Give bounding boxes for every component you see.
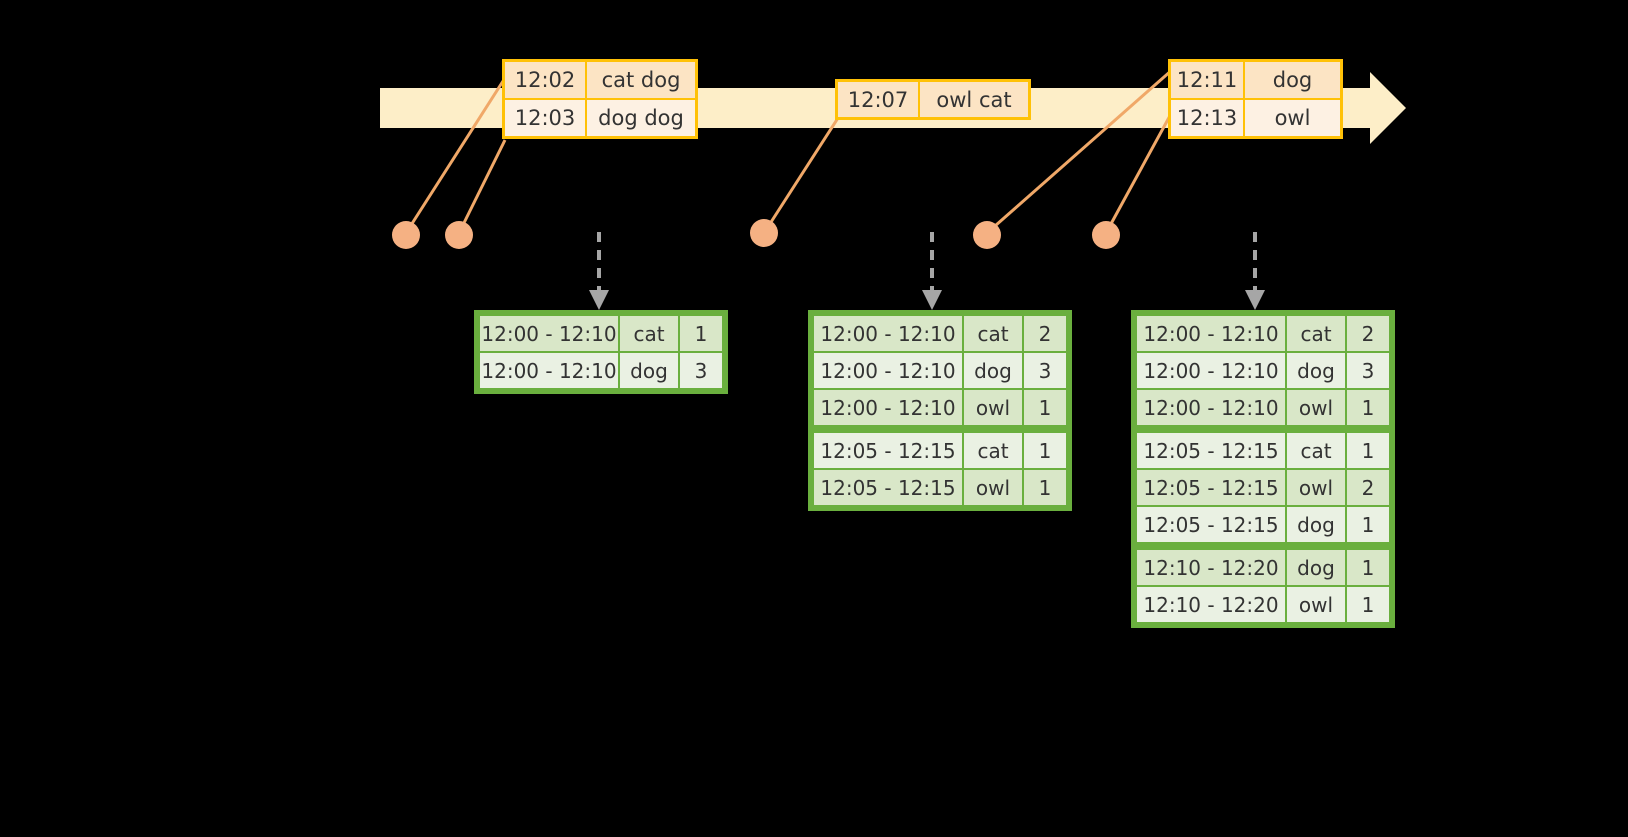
table-cell-count: 3 bbox=[1347, 353, 1389, 388]
table-cell-window: 12:05 - 12:15 bbox=[1137, 507, 1285, 542]
connector-dot-4 bbox=[973, 221, 1001, 249]
connector-dot-2 bbox=[445, 221, 473, 249]
table-cell-count: 3 bbox=[1024, 353, 1066, 388]
table-cell-count: 2 bbox=[1024, 316, 1066, 351]
table-cell-window: 12:05 - 12:15 bbox=[1137, 433, 1285, 468]
table-group-separator bbox=[1137, 427, 1389, 431]
event-time: 12:13 bbox=[1171, 100, 1245, 136]
connector-dot-3 bbox=[750, 219, 778, 247]
table-cell-count: 2 bbox=[1347, 316, 1389, 351]
event-values: dog bbox=[1245, 62, 1340, 98]
down-arrow-3 bbox=[1245, 232, 1265, 310]
event-time: 12:03 bbox=[505, 100, 587, 136]
table-cell-key: owl bbox=[1287, 390, 1345, 425]
connector-dot-1 bbox=[392, 221, 420, 249]
table-cell-key: dog bbox=[964, 353, 1022, 388]
table-cell-count: 1 bbox=[1024, 390, 1066, 425]
table-cell-key: owl bbox=[964, 470, 1022, 505]
table-cell-window: 12:00 - 12:10 bbox=[1137, 353, 1285, 388]
table-cell-count: 1 bbox=[1347, 390, 1389, 425]
timeline-event-group-2[interactable]: 12:07 owl cat bbox=[835, 79, 1031, 120]
table-cell-count: 1 bbox=[1347, 433, 1389, 468]
timeline-event-row[interactable]: 12:13 owl bbox=[1171, 98, 1340, 136]
table-cell-count: 3 bbox=[680, 353, 722, 388]
table-cell-window: 12:00 - 12:10 bbox=[814, 353, 962, 388]
table-cell-window: 12:00 - 12:10 bbox=[814, 316, 962, 351]
timeline-event-group-1[interactable]: 12:02 cat dog 12:03 dog dog bbox=[502, 59, 698, 139]
table-cell-count: 1 bbox=[1024, 470, 1066, 505]
table-group-separator bbox=[814, 427, 1066, 431]
connector-line-3 bbox=[762, 117, 840, 234]
down-arrow-1 bbox=[589, 232, 609, 310]
table-cell-count: 1 bbox=[1347, 507, 1389, 542]
table-cell-key: cat bbox=[964, 316, 1022, 351]
event-values: owl bbox=[1245, 100, 1340, 136]
table-cell-key: owl bbox=[964, 390, 1022, 425]
table-cell-window: 12:05 - 12:15 bbox=[1137, 470, 1285, 505]
table-cell-window: 12:05 - 12:15 bbox=[814, 433, 962, 468]
table-cell-window: 12:00 - 12:10 bbox=[1137, 390, 1285, 425]
event-values: cat dog bbox=[587, 62, 695, 98]
event-time: 12:07 bbox=[838, 82, 920, 117]
connector-dot-5 bbox=[1092, 221, 1120, 249]
table-group-separator bbox=[1137, 544, 1389, 548]
event-time: 12:11 bbox=[1171, 62, 1245, 98]
table-cell-key: owl bbox=[1287, 470, 1345, 505]
table-cell-window: 12:05 - 12:15 bbox=[814, 470, 962, 505]
down-arrow-2 bbox=[922, 232, 942, 310]
table-cell-count: 1 bbox=[680, 316, 722, 351]
table-cell-key: dog bbox=[620, 353, 678, 388]
timeline-arrowhead bbox=[1370, 72, 1406, 144]
table-cell-key: cat bbox=[620, 316, 678, 351]
table-cell-key: dog bbox=[1287, 507, 1345, 542]
timeline-event-row[interactable]: 12:07 owl cat bbox=[838, 82, 1028, 117]
event-values: dog dog bbox=[587, 100, 695, 136]
connector-line-5 bbox=[1104, 111, 1174, 234]
event-values: owl cat bbox=[920, 82, 1028, 117]
timeline-event-group-3[interactable]: 12:11 dog 12:13 owl bbox=[1168, 59, 1343, 139]
event-time: 12:02 bbox=[505, 62, 587, 98]
table-cell-window: 12:00 - 12:10 bbox=[814, 390, 962, 425]
table-cell-window: 12:00 - 12:10 bbox=[480, 316, 618, 351]
table-cell-key: cat bbox=[1287, 316, 1345, 351]
table-cell-count: 1 bbox=[1347, 587, 1389, 622]
timeline-event-row[interactable]: 12:11 dog bbox=[1171, 62, 1340, 98]
table-cell-key: dog bbox=[1287, 550, 1345, 585]
table-cell-count: 1 bbox=[1347, 550, 1389, 585]
table-cell-key: dog bbox=[1287, 353, 1345, 388]
table-cell-key: owl bbox=[1287, 587, 1345, 622]
table-cell-count: 1 bbox=[1024, 433, 1066, 468]
table-cell-window: 12:00 - 12:10 bbox=[1137, 316, 1285, 351]
timeline-event-row[interactable]: 12:03 dog dog bbox=[505, 98, 695, 136]
timeline-event-row[interactable]: 12:02 cat dog bbox=[505, 62, 695, 98]
table-cell-window: 12:10 - 12:20 bbox=[1137, 587, 1285, 622]
table-cell-key: cat bbox=[964, 433, 1022, 468]
table-cell-window: 12:10 - 12:20 bbox=[1137, 550, 1285, 585]
table-cell-window: 12:00 - 12:10 bbox=[480, 353, 618, 388]
table-cell-count: 2 bbox=[1347, 470, 1389, 505]
connector-line-2 bbox=[457, 139, 507, 234]
table-cell-key: cat bbox=[1287, 433, 1345, 468]
